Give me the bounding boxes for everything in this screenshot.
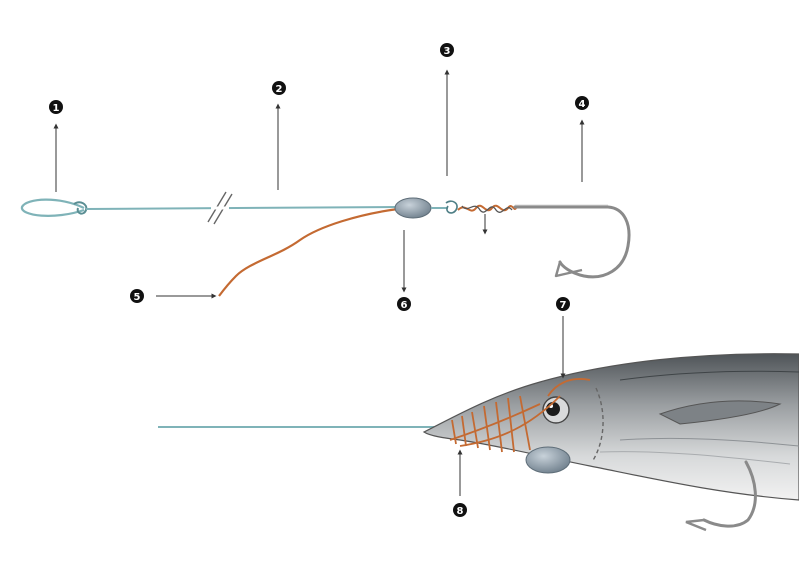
callout-3: 3 [440,43,454,57]
copper-wire [218,207,399,297]
svg-text:8: 8 [457,506,464,517]
callout-1: 1 [49,100,63,114]
leader-line [85,206,399,210]
callout-6: 6 [397,297,411,311]
svg-text:2: 2 [276,84,283,95]
head-wrap [449,378,591,453]
chin-sinker [525,446,571,474]
svg-text:4: 4 [579,99,586,110]
callout-4: 4 [575,96,589,110]
svg-text:6: 6 [401,300,408,311]
egg-sinker-icon [394,197,432,219]
svg-text:5: 5 [134,292,141,303]
top-rig [20,191,631,297]
bottom-rig [158,353,799,532]
hook-icon [513,204,631,279]
callout-arrows [53,69,585,496]
svg-text:7: 7 [560,300,567,311]
copper-wrap [457,204,517,213]
callout-8: 8 [453,503,467,517]
callout-2: 2 [272,81,286,95]
loop-knot-icon [20,198,88,217]
callout-7: 7 [556,297,570,311]
swivel [431,200,458,214]
svg-text:3: 3 [444,46,451,57]
fish-hook [702,460,757,528]
baitfish-icon [422,353,799,501]
line-break-mark [207,191,233,225]
callout-5: 5 [130,289,144,303]
svg-text:1: 1 [53,103,60,114]
